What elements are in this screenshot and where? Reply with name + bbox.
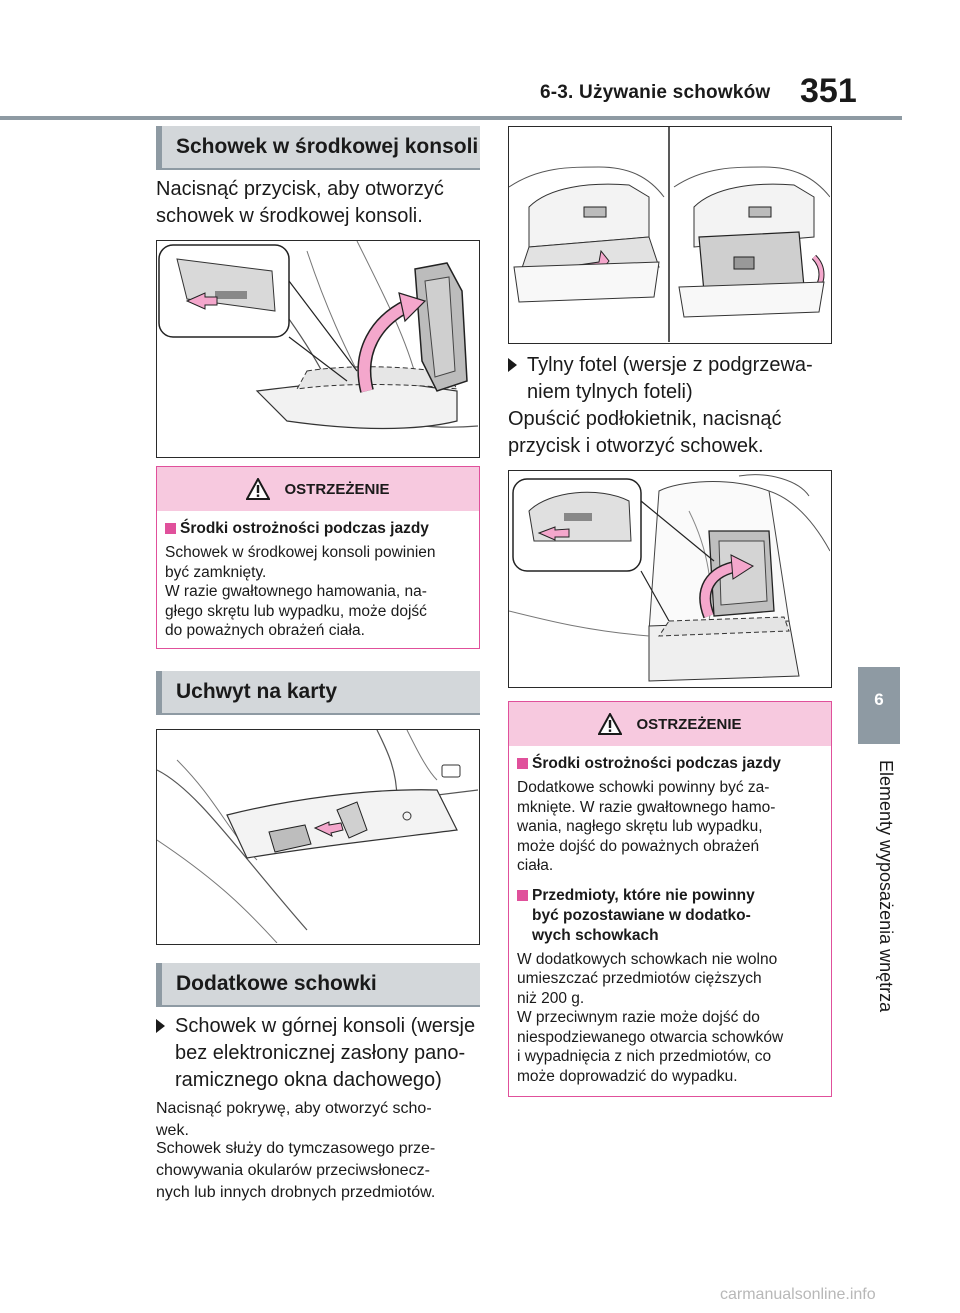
text-line: Opuścić podłokietnik, nacisnąć bbox=[508, 408, 782, 430]
heading-rule bbox=[156, 713, 480, 715]
warning-box-center-console: OSTRZEŻENIE Środki ostrożności podczas j… bbox=[156, 466, 480, 649]
text-line: W dodatkowych schowkach nie wolno bbox=[517, 950, 778, 968]
bullet-text: Tylny fotel (wersje z podgrzewa- niem ty… bbox=[527, 352, 813, 406]
section-heading: Dodatkowe schowki bbox=[156, 963, 480, 1005]
text-line: umieszczać przedmiotów cięższych bbox=[517, 970, 762, 987]
heading-rule bbox=[156, 168, 480, 170]
text-line: do poważnych obrażeń ciała. bbox=[165, 622, 365, 639]
text-line: niż 200 g. bbox=[517, 989, 585, 1007]
chapter-title: Elementy wyposażenia wnętrza bbox=[876, 760, 896, 1013]
text-line: Tylny fotel (wersje z podgrzewa- bbox=[527, 354, 813, 376]
warning-triangle-icon bbox=[598, 713, 623, 735]
pink-square-icon bbox=[517, 758, 528, 769]
text-line: W razie gwałtownego hamowania, na- bbox=[165, 583, 427, 600]
heading-rule bbox=[156, 1005, 480, 1007]
warning-text: W dodatkowych schowkach nie wolno umiesz… bbox=[517, 950, 823, 1087]
warning-triangle-icon bbox=[246, 478, 271, 500]
text-line: Schowek w górnej konsoli (wersje bbox=[175, 1015, 476, 1037]
text-line: Schowek w środkowej konsoli powinien bbox=[165, 544, 436, 561]
text-line: mknięte. W razie gwałtownego hamo- bbox=[517, 798, 776, 816]
text-line: być pozostawiane w dodatko- bbox=[532, 906, 751, 924]
text-line: Nacisnąć przycisk, aby otworzyć bbox=[156, 178, 444, 200]
pink-square-icon bbox=[517, 889, 528, 901]
rear-seat-bullet: Tylny fotel (wersje z podgrzewa- niem ty… bbox=[508, 352, 832, 406]
warning-text: Dodatkowe schowki powinny być za- mknięt… bbox=[517, 778, 823, 876]
section-center-console: Schowek w środkowej konsoli bbox=[156, 126, 480, 170]
text-line: przycisk i otworzyć schowek. bbox=[508, 435, 764, 457]
text-line: wych schowkach bbox=[532, 926, 659, 944]
warning-text: Schowek w środkowej konsoli powinien być… bbox=[165, 543, 471, 641]
warning-subtitle: Przedmioty, które nie powinny być pozost… bbox=[532, 886, 755, 946]
center-console-instruction: Nacisnąć przycisk, aby otworzyć schowek … bbox=[156, 176, 480, 230]
section-card-holder: Uchwyt na karty bbox=[156, 671, 480, 715]
text-line: niespodziewanego otwarcia schowków bbox=[517, 1028, 784, 1046]
text-line: ciała. bbox=[517, 857, 554, 874]
text-line: może dojść do poważnych obrażeń bbox=[517, 837, 760, 855]
bullet-triangle-icon bbox=[156, 1019, 165, 1033]
text-line: Nacisnąć pokrywę, aby otworzyć scho- bbox=[156, 1100, 432, 1117]
text-line: bez elektronicznej zasłony pano- bbox=[175, 1042, 466, 1064]
warning-box-additional-storage: OSTRZEŻENIE Środki ostrożności podczas j… bbox=[508, 701, 832, 1097]
center-console-illustration bbox=[156, 240, 480, 458]
watermark: carmanualsonline.info bbox=[720, 1286, 876, 1303]
chapter-tab bbox=[858, 667, 900, 744]
section-additional-storage: Dodatkowe schowki bbox=[156, 963, 480, 1007]
text-line: chowywania okularów przeciwsłonecz- bbox=[156, 1162, 430, 1179]
rear-seat-instruction: Opuścić podłokietnik, nacisnąć przycisk … bbox=[508, 406, 832, 460]
chapter-number: 6 bbox=[874, 690, 884, 709]
overhead-console-bullet: Schowek w górnej konsoli (wersje bez ele… bbox=[156, 1013, 480, 1094]
overhead-console-note: Schowek służy do tymczasowego prze- chow… bbox=[156, 1138, 480, 1204]
text-line: i wypadnięcia z nich przedmiotów, co bbox=[517, 1048, 772, 1065]
section-heading: Schowek w środkowej konsoli bbox=[156, 126, 480, 168]
header-rule bbox=[0, 116, 902, 120]
warning-title: OSTRZEŻENIE bbox=[284, 480, 390, 498]
page-number: 351 bbox=[800, 72, 857, 110]
warning-subtitle: Środki ostrożności podczas jazdy bbox=[180, 520, 429, 537]
text-line: Schowek służy do tymczasowego prze- bbox=[156, 1140, 436, 1157]
section-heading: Uchwyt na karty bbox=[156, 671, 480, 713]
text-line: głego skrętu lub wypadku, może dojść bbox=[165, 602, 427, 620]
text-line: wek. bbox=[156, 1122, 189, 1139]
warning-subtitle: Środki ostrożności podczas jazdy bbox=[532, 755, 781, 772]
text-line: ramicznego okna dachowego) bbox=[175, 1069, 442, 1091]
text-line: być zamknięty. bbox=[165, 563, 267, 581]
text-line: W przeciwnym razie może dojść do bbox=[517, 1009, 760, 1026]
text-line: nych lub innych drobnych przedmiotów. bbox=[156, 1184, 436, 1201]
warning-title: OSTRZEŻENIE bbox=[636, 715, 742, 733]
rear-seat-illustration bbox=[508, 470, 832, 688]
bullet-text: Schowek w górnej konsoli (wersje bez ele… bbox=[175, 1013, 475, 1094]
text-line: Przedmioty, które nie powinny bbox=[532, 886, 755, 904]
text-line: Dodatkowe schowki powinny być za- bbox=[517, 779, 770, 796]
text-line: wania, nagłego skrętu lub wypadku, bbox=[517, 818, 763, 835]
section-title: 6-3. Używanie schowków bbox=[540, 82, 771, 103]
card-holder-illustration bbox=[156, 729, 480, 945]
text-line: niem tylnych foteli) bbox=[527, 381, 693, 403]
pink-square-icon bbox=[165, 523, 176, 534]
text-line: schowek w środkowej konsoli. bbox=[156, 205, 423, 227]
text-line: może doprowadzić do wypadku. bbox=[517, 1067, 738, 1085]
overhead-console-illustration bbox=[508, 126, 832, 344]
bullet-triangle-icon bbox=[508, 358, 517, 372]
overhead-console-instruction: Nacisnąć pokrywę, aby otworzyć scho- wek… bbox=[156, 1098, 480, 1142]
